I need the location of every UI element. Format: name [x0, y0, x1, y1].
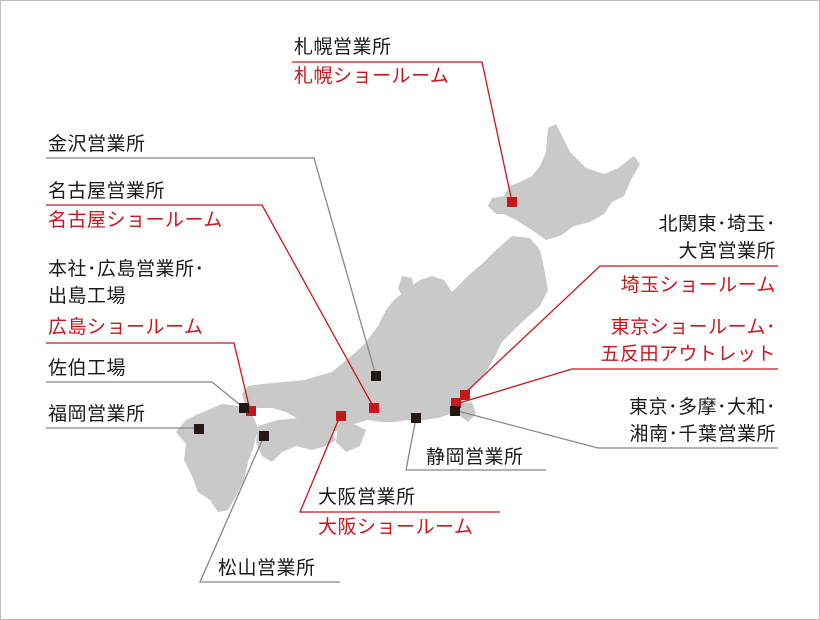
fukuoka-office-label: 福岡営業所: [48, 403, 146, 425]
nagoya-marker: [369, 403, 379, 413]
sapporo-showroom-label: 札幌ショールーム: [294, 65, 450, 87]
osaka-showroom-label: 大阪ショールーム: [318, 516, 474, 538]
nagoya-showroom-label: 名古屋ショールーム: [48, 209, 223, 231]
hiroshima-showroom-label: 広島ショールーム: [48, 316, 204, 338]
saitama-leader: [463, 265, 778, 395]
sapporo-leader: [292, 61, 513, 203]
leader-lines: [46, 61, 778, 583]
osaka-leader: [299, 415, 500, 513]
fukuoka-marker: [194, 424, 204, 434]
tokyo-offices-leader: [453, 409, 778, 449]
hokkaido-landmass: [488, 124, 640, 240]
tokyo-offices-label-line2: 湘南･千葉営業所: [629, 423, 776, 445]
boso-peninsula: [460, 402, 476, 422]
kii-peninsula: [336, 424, 366, 452]
osaka-office-label: 大阪営業所: [318, 486, 416, 508]
nagoya-office-label: 名古屋営業所: [48, 180, 166, 202]
tokyo-offices-marker: [450, 406, 460, 416]
hiroshima-marker: [246, 406, 256, 416]
kanazawa-leader: [46, 157, 377, 377]
awaji-island: [320, 420, 330, 436]
tokyo-showroom-marker: [451, 398, 461, 408]
saitama-showroom-label: 埼玉ショールーム: [620, 274, 776, 296]
honshu-landmass: [242, 236, 548, 432]
tokyo-showroom-label-line1: 東京ショールーム･: [610, 316, 776, 338]
kanazawa-marker: [371, 371, 381, 381]
kitakanto-label-line2: 大宮営業所: [678, 240, 776, 262]
nagoya-leader: [46, 204, 375, 409]
hq-label-line1: 本社･広島営業所･: [48, 258, 205, 280]
landmass: [176, 124, 640, 512]
noto-peninsula: [398, 276, 414, 300]
sapporo-marker: [507, 197, 517, 207]
kanazawa-office-label: 金沢営業所: [48, 133, 146, 155]
shizuoka-marker: [411, 413, 421, 423]
matsuyama-office-label: 松山営業所: [218, 557, 316, 579]
saiki-factory-label: 佐伯工場: [48, 357, 127, 379]
matsuyama-leader: [199, 435, 340, 583]
shizuoka-leader: [405, 417, 546, 471]
hq-label-line2: 出島工場: [48, 285, 127, 307]
tokyo-offices-label-line1: 東京･多摩･大和･: [628, 396, 776, 418]
hq-leader: [46, 342, 251, 411]
saiki-marker: [239, 403, 249, 413]
tokyo-showroom-label-line2: 五反田アウトレット: [600, 343, 776, 365]
tokyo-showroom-leader: [455, 368, 778, 405]
markers: [194, 197, 517, 441]
shikoku-landmass: [256, 418, 336, 462]
saiki-leader: [46, 381, 245, 409]
kyushu-landmass: [176, 404, 258, 512]
osaka-marker: [336, 411, 346, 421]
kitakanto-label-line1: 北関東･埼玉･: [658, 213, 776, 235]
saitama-marker: [460, 390, 470, 400]
sapporo-office-label: 札幌営業所: [294, 36, 392, 58]
shizuoka-office-label: 静岡営業所: [426, 446, 524, 468]
matsuyama-marker: [259, 431, 269, 441]
